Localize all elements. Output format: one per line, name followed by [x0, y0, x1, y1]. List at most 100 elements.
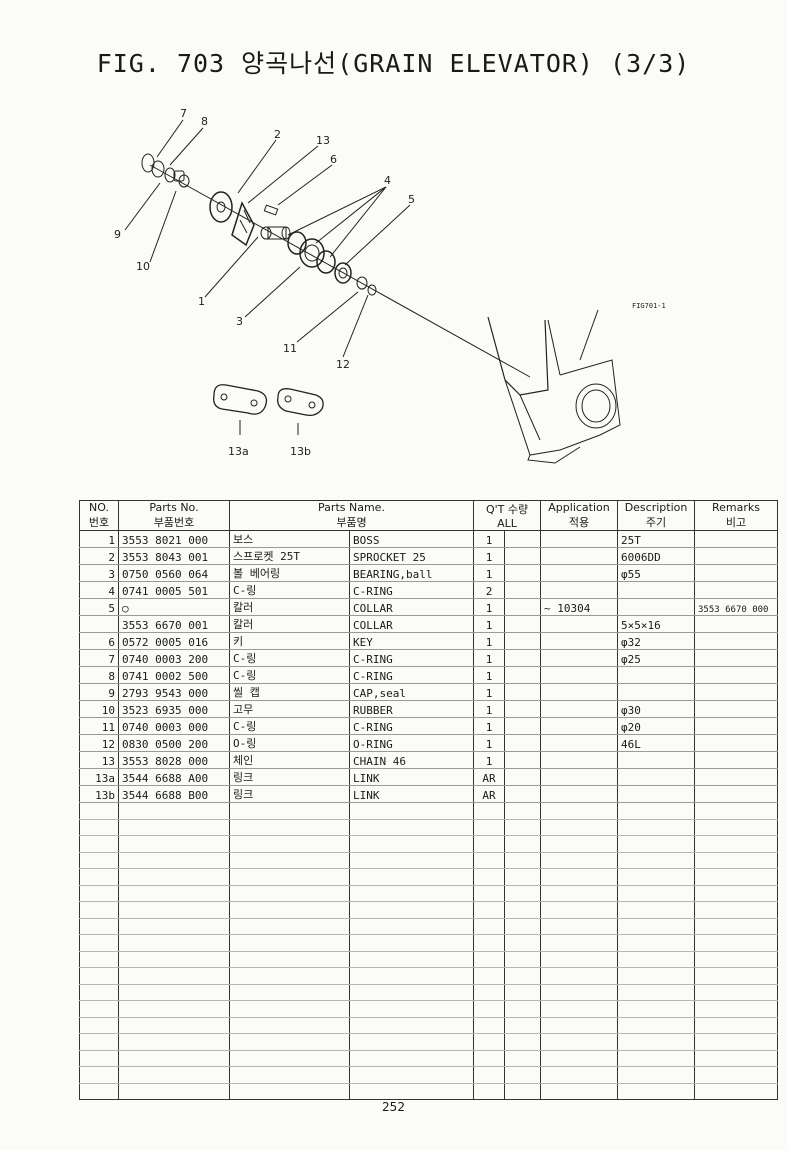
- empty-row: [79, 835, 779, 853]
- cell-qty: 1: [473, 700, 505, 718]
- empty-cell: [349, 1000, 474, 1018]
- empty-cell: [79, 1066, 119, 1084]
- cell-no: 9: [79, 683, 119, 701]
- cell-qty-extra: [503, 683, 542, 701]
- empty-cell: [118, 819, 230, 836]
- empty-cell: [229, 984, 350, 1001]
- empty-cell: [694, 967, 779, 985]
- empty-cell: [694, 901, 779, 919]
- cell-qty-extra: [503, 768, 542, 786]
- empty-cell: [229, 934, 350, 952]
- empty-cell: [540, 951, 619, 968]
- cell-part-no: 0741 0005 501: [118, 581, 230, 599]
- empty-cell: [349, 1017, 474, 1034]
- callout-11: 11: [283, 342, 297, 355]
- cell-qty-extra: [503, 598, 542, 616]
- cell-part-no: 3553 8028 000: [118, 751, 230, 769]
- cell-part-no: 0572 0005 016: [118, 632, 230, 650]
- empty-cell: [540, 1000, 619, 1018]
- empty-cell: [540, 1066, 619, 1084]
- callout-4: 4: [384, 174, 391, 187]
- empty-cell: [617, 1000, 696, 1018]
- empty-cell: [503, 934, 542, 952]
- empty-row: [79, 852, 779, 869]
- empty-cell: [617, 868, 696, 886]
- callout-8: 8: [201, 115, 208, 128]
- callout-5: 5: [408, 193, 415, 206]
- cell-desc: 6006DD: [617, 547, 696, 565]
- cell-app: [540, 717, 619, 735]
- cell-desc: [617, 683, 696, 701]
- cell-name-en: C-RING: [349, 581, 474, 599]
- cell-qty: 1: [473, 717, 505, 735]
- exploded-parts-diagram: 7 8 2 13 6 4 5 9 10 1 3 11 12 13a 13b FI…: [114, 107, 666, 464]
- empty-cell: [79, 934, 119, 952]
- cell-no: 13a: [79, 768, 119, 786]
- empty-cell: [694, 1066, 779, 1084]
- cell-name-en: CHAIN 46: [349, 751, 474, 769]
- cell-part-no: 0830 0500 200: [118, 734, 230, 752]
- empty-cell: [118, 868, 230, 886]
- callout-10: 10: [136, 260, 150, 273]
- cell-no: 3: [79, 564, 119, 582]
- empty-cell: [473, 1083, 505, 1100]
- cell-part-no: 3523 6935 000: [118, 700, 230, 718]
- empty-cell: [349, 835, 474, 853]
- empty-row: [79, 1066, 779, 1084]
- empty-cell: [617, 1017, 696, 1034]
- empty-cell: [349, 1033, 474, 1051]
- empty-cell: [617, 934, 696, 952]
- empty-cell: [617, 885, 696, 902]
- cell-no: 7: [79, 649, 119, 667]
- empty-cell: [473, 802, 505, 820]
- empty-cell: [617, 1050, 696, 1067]
- empty-cell: [118, 951, 230, 968]
- empty-row: [79, 885, 779, 902]
- empty-cell: [503, 951, 542, 968]
- cell-qty: 1: [473, 632, 505, 650]
- cell-name-ko: 링크: [229, 768, 350, 786]
- cell-no: 8: [79, 666, 119, 684]
- empty-cell: [118, 885, 230, 902]
- figure-reference: FIG701-1: [632, 302, 666, 310]
- callout-3: 3: [236, 315, 243, 328]
- empty-cell: [503, 984, 542, 1001]
- empty-cell: [540, 901, 619, 919]
- empty-cell: [694, 934, 779, 952]
- empty-cell: [503, 1050, 542, 1067]
- cell-qty-extra: [503, 530, 542, 548]
- empty-cell: [617, 852, 696, 869]
- empty-cell: [473, 951, 505, 968]
- cell-remarks: [694, 581, 779, 599]
- empty-cell: [473, 852, 505, 869]
- empty-cell: [229, 918, 350, 935]
- cell-desc: φ25: [617, 649, 696, 667]
- empty-cell: [540, 934, 619, 952]
- cell-part-no: 0740 0003 200: [118, 649, 230, 667]
- empty-cell: [540, 967, 619, 985]
- empty-cell: [540, 819, 619, 836]
- cell-app: [540, 547, 619, 565]
- cell-qty: 1: [473, 598, 505, 616]
- cell-qty: 1: [473, 734, 505, 752]
- empty-row: [79, 901, 779, 919]
- empty-cell: [118, 852, 230, 869]
- empty-cell: [473, 885, 505, 902]
- empty-cell: [540, 885, 619, 902]
- cell-part-no: ○: [118, 598, 230, 616]
- cell-name-en: C-RING: [349, 717, 474, 735]
- empty-cell: [617, 984, 696, 1001]
- callout-1: 1: [198, 295, 205, 308]
- empty-cell: [473, 1000, 505, 1018]
- empty-cell: [617, 901, 696, 919]
- cell-no: 1: [79, 530, 119, 548]
- empty-cell: [79, 1050, 119, 1067]
- cell-name-en: O-RING: [349, 734, 474, 752]
- cell-app: [540, 683, 619, 701]
- empty-cell: [694, 802, 779, 820]
